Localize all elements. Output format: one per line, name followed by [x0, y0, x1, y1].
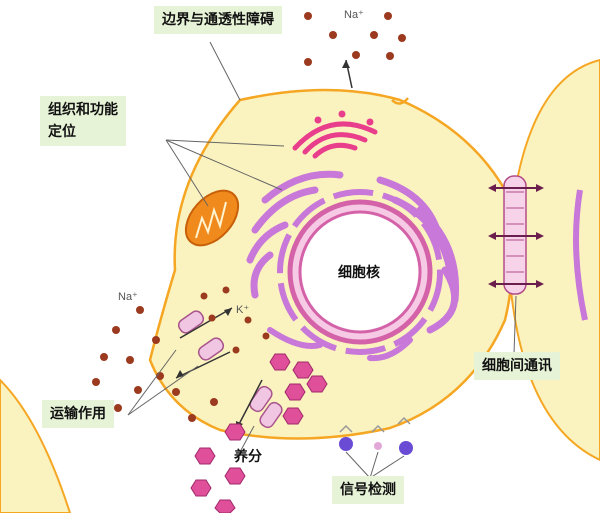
mitochondrion — [184, 189, 240, 247]
ion-k: K⁺ — [236, 304, 250, 316]
label-communication: 细胞间通讯 — [474, 352, 560, 380]
nutrients — [190, 353, 328, 513]
leader-lines — [127, 41, 517, 479]
endoplasmic-reticulum — [246, 170, 460, 362]
transport-proteins — [177, 310, 283, 429]
label-transport: 运输作用 — [42, 400, 114, 428]
ion-na-top: Na⁺ — [344, 9, 364, 21]
label-nutrition: 养分 — [234, 449, 262, 465]
gap-junction — [488, 175, 544, 295]
label-signal: 信号检测 — [332, 476, 404, 504]
golgi-apparatus — [292, 110, 378, 159]
signal-receptors — [339, 416, 413, 455]
label-organization: 组织和功能 定位 — [40, 96, 126, 146]
neighbor-cell-right-er — [573, 189, 588, 321]
ion-na-left: Na⁺ — [118, 291, 138, 303]
nucleus — [277, 189, 443, 355]
ion-dots — [92, 12, 406, 422]
label-nucleus: 细胞核 — [338, 265, 380, 281]
label-boundary: 边界与通透性障碍 — [154, 6, 282, 34]
